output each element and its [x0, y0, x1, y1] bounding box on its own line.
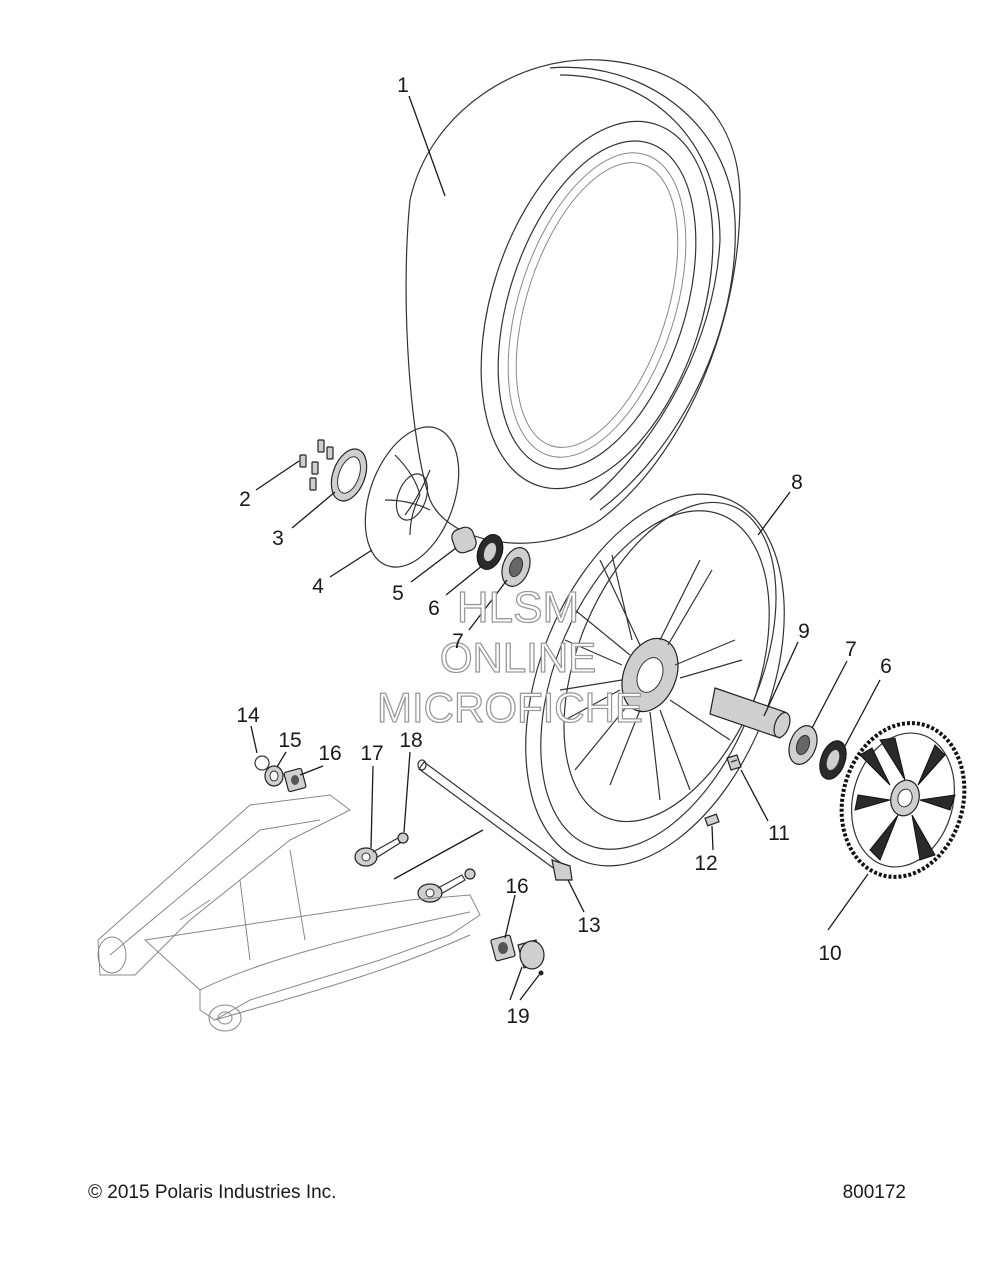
- watermark: HLSM ONLINE MICROFICHE: [376, 582, 643, 731]
- callout-6-left: 6: [428, 597, 440, 620]
- callout-18: 18: [399, 729, 422, 752]
- part-adjuster-bolt-lower: [417, 874, 466, 903]
- callout-11: 11: [768, 822, 790, 845]
- part-screw: [538, 970, 544, 976]
- part-nut-lower: [464, 868, 476, 880]
- part-brake-rotor: [364, 426, 460, 568]
- part-disc-carrier: [330, 448, 368, 502]
- part-swingarm: [97, 794, 481, 1032]
- part-valve-stem: [726, 754, 742, 771]
- callout-12: 12: [694, 852, 717, 875]
- callout-7-left: 7: [452, 630, 464, 653]
- part-adjuster-bolt-upper: [354, 837, 401, 867]
- part-adjuster-plate-lower: [490, 934, 516, 962]
- callout-6-right: 6: [880, 655, 892, 678]
- callout-5: 5: [392, 582, 404, 605]
- part-tire: [405, 59, 741, 544]
- leader-lines: [250, 95, 881, 1001]
- callout-16-lower: 16: [505, 875, 528, 898]
- watermark-line-2: ONLINE: [440, 634, 596, 681]
- callout-7-right: 7: [845, 638, 857, 661]
- part-axle: [417, 759, 573, 881]
- part-adjuster-plate-upper: [283, 767, 307, 793]
- part-e-clip: [254, 755, 270, 771]
- copyright-text: © 2015 Polaris Industries Inc.: [88, 1182, 337, 1203]
- callout-labels: 1 2 3 4 5 6 7 8 9 7 6 10 11 12 13 14 15 …: [236, 74, 892, 1028]
- callout-4: 4: [312, 575, 324, 598]
- part-axle-cap: [517, 939, 545, 970]
- callout-3: 3: [272, 527, 284, 550]
- callout-19: 19: [506, 1005, 529, 1028]
- callout-15: 15: [278, 729, 301, 752]
- part-adjuster-nut: [264, 765, 284, 787]
- part-spacer: [451, 526, 477, 554]
- part-drive-pulley: [839, 721, 967, 879]
- watermark-line-3: MICROFICHE: [377, 684, 643, 731]
- watermark-line-1: HLSM: [457, 583, 579, 632]
- part-valve-cap: [704, 813, 720, 827]
- part-bolts: [299, 439, 334, 491]
- part-wheel: [525, 493, 785, 867]
- callout-13: 13: [577, 914, 600, 937]
- callout-14: 14: [236, 704, 260, 727]
- part-nut-upper: [397, 832, 409, 844]
- callout-2: 2: [239, 488, 251, 511]
- callout-9: 9: [798, 620, 810, 643]
- diagram-number: 800172: [842, 1182, 906, 1203]
- callout-16-upper: 16: [318, 742, 341, 765]
- callout-1: 1: [397, 74, 409, 97]
- callout-17: 17: [360, 742, 383, 765]
- callout-10: 10: [818, 942, 841, 965]
- callout-8: 8: [791, 471, 803, 494]
- part-axle-spacer: [709, 687, 791, 739]
